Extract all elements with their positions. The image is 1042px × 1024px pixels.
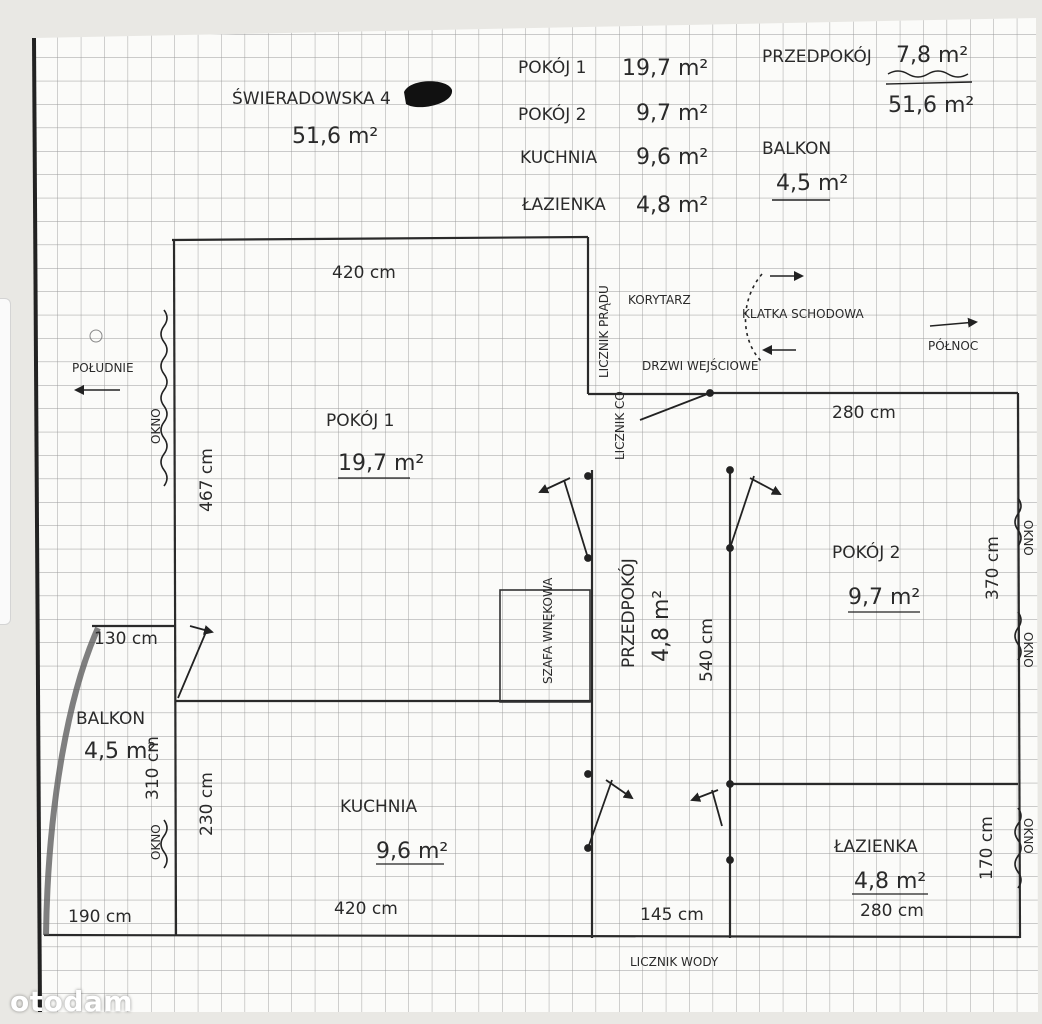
lazienka-label: ŁAZIENKA — [833, 837, 918, 857]
watermark-logo: otodam — [10, 985, 133, 1018]
summary-balcony-label: BALKON — [762, 139, 831, 159]
balcony-outline — [43, 626, 101, 936]
dim-kitchen-230: 230 cm — [197, 772, 217, 836]
window-pokoj2-a — [1014, 497, 1022, 547]
address-text: ŚWIERADOWSKA 4 — [232, 87, 391, 109]
licznik-co-label: LICZNIK CO — [613, 391, 627, 460]
dim-balcony-130: 130 cm — [94, 629, 158, 649]
okno-label-bathroom: OKNO — [1021, 818, 1035, 854]
dim-balcony-310: 310 cm — [143, 736, 163, 800]
window-bathroom — [1014, 807, 1022, 889]
dim-bottom-420: 420 cm — [334, 899, 398, 919]
dim-bottom-145: 145 cm — [640, 905, 704, 925]
summary-total-line — [885, 81, 973, 85]
window-kitchen — [160, 819, 168, 869]
address-redaction — [404, 81, 453, 108]
doors — [177, 389, 782, 864]
licznik-pradu-label: LICZNIK PRĄDU — [597, 285, 611, 378]
dim-top-420: 420 cm — [332, 263, 396, 283]
dim-bath-170: 170 cm — [977, 816, 997, 880]
pokoj2-area: 9,7 m² — [848, 585, 920, 610]
dim-bottom-190: 190 cm — [68, 907, 132, 927]
summary-label-lazienka: ŁAZIENKA — [521, 195, 606, 215]
summary-hall-underline — [887, 70, 969, 78]
licznik-wody-label: LICZNIK WODY — [630, 955, 719, 969]
paper-left-edge — [32, 37, 42, 1013]
polnoc-label: PÓŁNOC — [928, 338, 978, 353]
dim-right-370: 370 cm — [983, 536, 1003, 600]
window-pokoj2-b — [1014, 611, 1022, 661]
szafa-label: SZAFA WNĘKOWA — [541, 577, 555, 684]
kuchnia-area: 9,6 m² — [376, 839, 448, 864]
klatka-label: KLATKA SCHODOWA — [742, 307, 864, 321]
pokoj1-area: 19,7 m² — [338, 451, 424, 476]
balkon-label: BALKON — [76, 709, 145, 729]
summary-label-kuchnia: KUCHNIA — [520, 148, 598, 168]
dim-right-280: 280 cm — [832, 403, 896, 423]
pokoj2-label: POKÓJ 2 — [832, 541, 900, 563]
poludnie-label: POŁUDNIE — [72, 361, 134, 375]
balkon-area: 4,5 m² — [84, 739, 156, 764]
drzwi-label: DRZWI WEJŚCIOWE — [642, 358, 758, 373]
summary-hall-label: PRZEDPOKÓJ — [762, 45, 872, 67]
przedpokoj-label: PRZEDPOKÓJ — [617, 558, 639, 668]
window-pokoj1 — [160, 309, 168, 487]
dim-bath-280: 280 cm — [860, 901, 924, 921]
dim-hall-540: 540 cm — [697, 618, 717, 682]
okno-label-pokoj2-b: OKNO — [1021, 632, 1035, 668]
summary-label-pokoj1: POKÓJ 1 — [518, 56, 586, 78]
kuchnia-label: KUCHNIA — [340, 797, 418, 817]
summary-value-lazienka: 4,8 m² — [636, 193, 708, 218]
side-scroll-tab[interactable] — [0, 298, 11, 625]
okno-label-pokoj1: OKNO — [149, 408, 163, 444]
summary-label-pokoj2: POKÓJ 2 — [518, 103, 586, 125]
pokoj1-label: POKÓJ 1 — [326, 409, 394, 431]
summary-value-kuchnia: 9,6 m² — [636, 145, 708, 170]
korytarz-label: KORYTARZ — [628, 293, 691, 307]
lazienka-area: 4,8 m² — [854, 869, 926, 894]
dim-left-467: 467 cm — [197, 448, 217, 512]
summary-value-pokoj2: 9,7 m² — [636, 101, 708, 126]
direction-arrows — [74, 271, 978, 395]
okno-label-pokoj2-a: OKNO — [1021, 520, 1035, 556]
header-total-area: 51,6 m² — [292, 124, 378, 149]
wardrobe — [499, 589, 591, 703]
przedpokoj-area: 4,8 m² — [649, 590, 674, 662]
summary-balcony-value: 4,5 m² — [776, 171, 848, 196]
compass-circle-icon — [89, 329, 103, 343]
summary-value-pokoj1: 19,7 m² — [622, 56, 708, 81]
graph-paper-grid — [34, 18, 1038, 1012]
okno-label-kitchen: OKNO — [149, 824, 163, 860]
summary-total: 51,6 m² — [888, 93, 974, 118]
summary-hall-value: 7,8 m² — [896, 43, 968, 68]
